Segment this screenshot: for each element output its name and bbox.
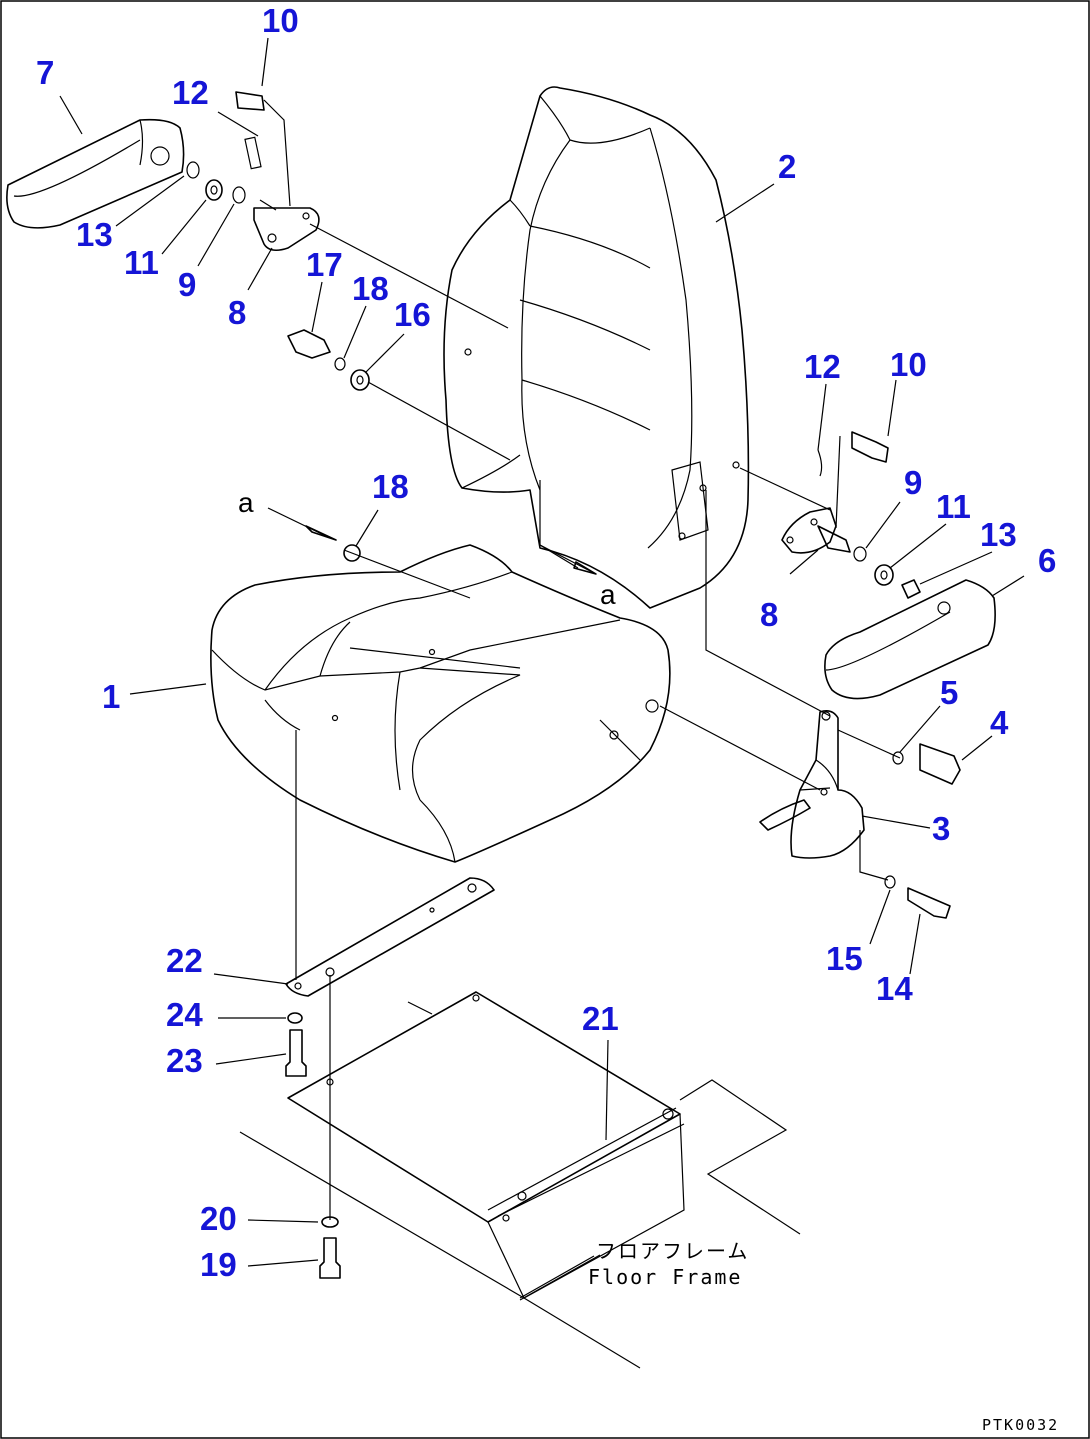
label-washer-18-mid: 18 — [372, 468, 409, 505]
armrest-left — [6, 118, 246, 229]
washer-16 — [350, 369, 370, 391]
washer-11-right — [874, 564, 894, 586]
view-arrows — [267, 507, 597, 575]
bolt-17 — [287, 329, 331, 359]
label-bracket-right: 8 — [760, 596, 778, 633]
assembly-lines — [295, 223, 901, 1220]
label-washer-11-left: 11 — [124, 244, 159, 281]
bracket-left — [235, 91, 320, 252]
label-bolt-10-left: 10 — [262, 2, 299, 39]
label-nut-13-right: 13 — [980, 516, 1017, 553]
bolt-4 — [919, 743, 961, 785]
floor-frame — [239, 1079, 801, 1369]
floor-frame-label-jp: フロアフレーム — [596, 1239, 749, 1263]
bolt-14-group — [884, 875, 951, 919]
label-nut-13-left: 13 — [76, 216, 113, 253]
bolt-4-group — [892, 743, 961, 785]
backrest — [443, 86, 750, 609]
nut-13-right — [901, 579, 921, 599]
washer-9-left — [232, 186, 246, 204]
label-bolt-17: 17 — [306, 246, 343, 283]
pin-12-left — [244, 136, 262, 170]
washer-5 — [892, 751, 904, 765]
label-bolt-4: 4 — [990, 704, 1009, 741]
bolt-10-right — [851, 431, 889, 463]
label-washer-11-right: 11 — [936, 488, 971, 525]
label-washer-5: 5 — [940, 674, 958, 711]
bolt-17-group — [287, 329, 370, 391]
label-washer-9-left: 9 — [178, 266, 196, 303]
view-label-a-mid: a — [600, 579, 616, 610]
view-label-a-top: a — [238, 487, 254, 518]
label-washer-18-top: 18 — [352, 270, 389, 307]
label-frame-21: 21 — [582, 1000, 619, 1037]
label-plate-22: 22 — [166, 942, 203, 979]
plate-22 — [285, 877, 495, 997]
bolt-23 — [285, 1029, 307, 1077]
washer-20 — [321, 1216, 339, 1228]
label-pin-12-right: 12 — [804, 348, 841, 385]
label-pin-12-left: 12 — [172, 74, 209, 111]
bracket-right — [781, 431, 921, 599]
bolt-14 — [907, 887, 951, 919]
label-bolt-19: 19 — [200, 1246, 237, 1283]
bolt-10-left — [235, 91, 265, 111]
label-armrest-right: 6 — [1038, 542, 1056, 579]
bolt-19 — [319, 1237, 341, 1279]
label-washer-20: 20 — [200, 1200, 237, 1237]
label-recliner: 3 — [932, 810, 950, 847]
washer-11-left — [205, 179, 223, 201]
recliner-lever — [759, 710, 865, 859]
washer-9-right — [853, 546, 867, 562]
label-washer-15: 15 — [826, 940, 863, 977]
washer-24 — [287, 1012, 303, 1024]
pin-12-right — [817, 449, 823, 477]
label-washer-24: 24 — [166, 996, 203, 1033]
label-armrest-left: 7 — [36, 54, 54, 91]
label-bolt-23: 23 — [166, 1042, 203, 1079]
label-bolt-14: 14 — [876, 970, 913, 1007]
seat-cushion — [210, 544, 671, 863]
washer-18-mid — [343, 544, 361, 562]
floor-frame-label-en: Floor Frame — [588, 1265, 742, 1289]
callout-leaders — [59, 37, 1025, 1299]
label-cushion: 1 — [102, 678, 120, 715]
washer-18-top — [334, 357, 346, 371]
label-washer-9-right: 9 — [904, 464, 922, 501]
nut-13-left — [186, 161, 200, 179]
label-bracket-left: 8 — [228, 294, 246, 331]
armrest-right — [824, 579, 996, 700]
frame-21 — [287, 991, 685, 1299]
lever-handle — [759, 799, 811, 831]
label-washer-16: 16 — [394, 296, 431, 333]
drawing-code: PTK0032 — [982, 1416, 1059, 1434]
label-bolt-10-right: 10 — [890, 346, 927, 383]
washer-15 — [884, 875, 896, 889]
callout-numbers: 7 10 12 13 11 9 8 17 18 16 2 12 10 9 11 … — [36, 2, 1056, 1283]
label-backrest: 2 — [778, 148, 796, 185]
